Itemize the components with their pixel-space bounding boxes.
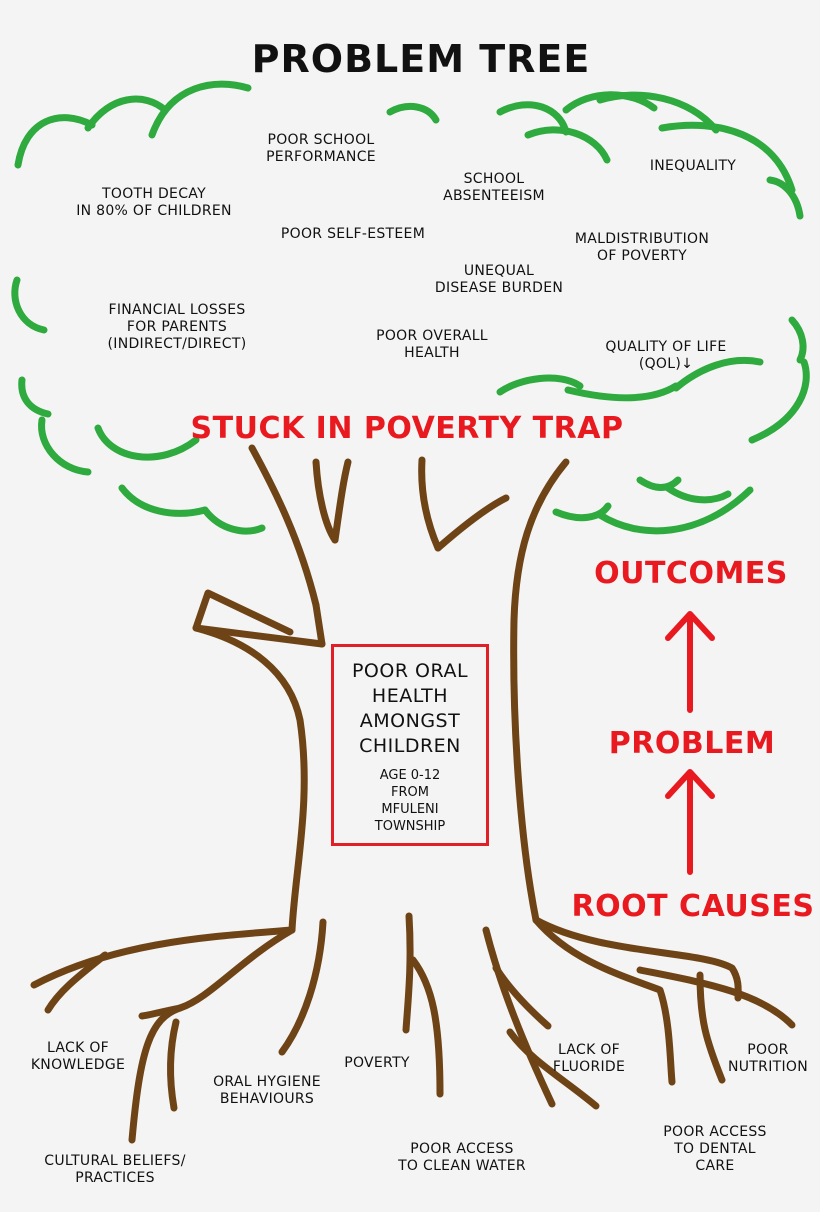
cause-lack-of-knowledge: LACK OF KNOWLEDGE (30, 1040, 126, 1073)
core-problem-subtitle: AGE 0-12 FROM MFULENI TOWNSHIP (374, 768, 446, 834)
effect-poor-school-performance: POOR SCHOOL PERFORMANCE (266, 132, 376, 165)
cause-lack-of-fluoride: LACK OF FLUORIDE (552, 1042, 626, 1075)
cause-poor-access-clean-water: POOR ACCESS TO CLEAN WATER (398, 1141, 526, 1174)
cause-poor-access-dental-care: POOR ACCESS TO DENTAL CARE (663, 1124, 767, 1174)
cause-poverty: POVERTY (344, 1055, 410, 1071)
legend-problem: PROBLEM (608, 726, 776, 761)
core-problem-box: POOR ORAL HEALTH AMONGST CHILDREN AGE 0-… (331, 644, 489, 846)
effect-financial-losses: FINANCIAL LOSSES FOR PARENTS (INDIRECT/D… (107, 302, 247, 352)
effect-inequality: INEQUALITY (649, 158, 737, 174)
cause-oral-hygiene-behaviours: ORAL HYGIENE BEHAVIOURS (213, 1074, 321, 1107)
canopy (11, 80, 810, 535)
legend-root-causes: ROOT CAUSES (571, 889, 815, 924)
effect-tooth-decay: TOOTH DECAY IN 80% OF CHILDREN (76, 186, 232, 219)
arrow-up-icon (665, 769, 715, 875)
page-title: PROBLEM TREE (251, 37, 591, 81)
legend-outcomes: OUTCOMES (594, 556, 788, 591)
trunk (30, 444, 796, 1144)
poverty-trap-label: STUCK IN POVERTY TRAP (190, 411, 624, 446)
cause-cultural-beliefs: CULTURAL BELIEFS/ PRACTICES (44, 1153, 186, 1186)
legend-arrows (665, 611, 715, 875)
effect-maldistribution-of-poverty: MALDISTRIBUTION OF POVERTY (574, 231, 710, 264)
effect-poor-overall-health: POOR OVERALL HEALTH (376, 328, 488, 361)
effect-school-absenteeism: SCHOOL ABSENTEEISM (443, 171, 545, 204)
effect-unequal-disease-burden: UNEQUAL DISEASE BURDEN (434, 263, 564, 296)
arrow-up-icon (665, 611, 715, 713)
core-problem-title: POOR ORAL HEALTH AMONGST CHILDREN (351, 660, 469, 757)
cause-poor-nutrition: POOR NUTRITION (727, 1042, 809, 1075)
effect-poor-self-esteem: POOR SELF-ESTEEM (280, 226, 426, 242)
effect-quality-of-life: QUALITY OF LIFE (QOL)↓ (605, 339, 727, 372)
